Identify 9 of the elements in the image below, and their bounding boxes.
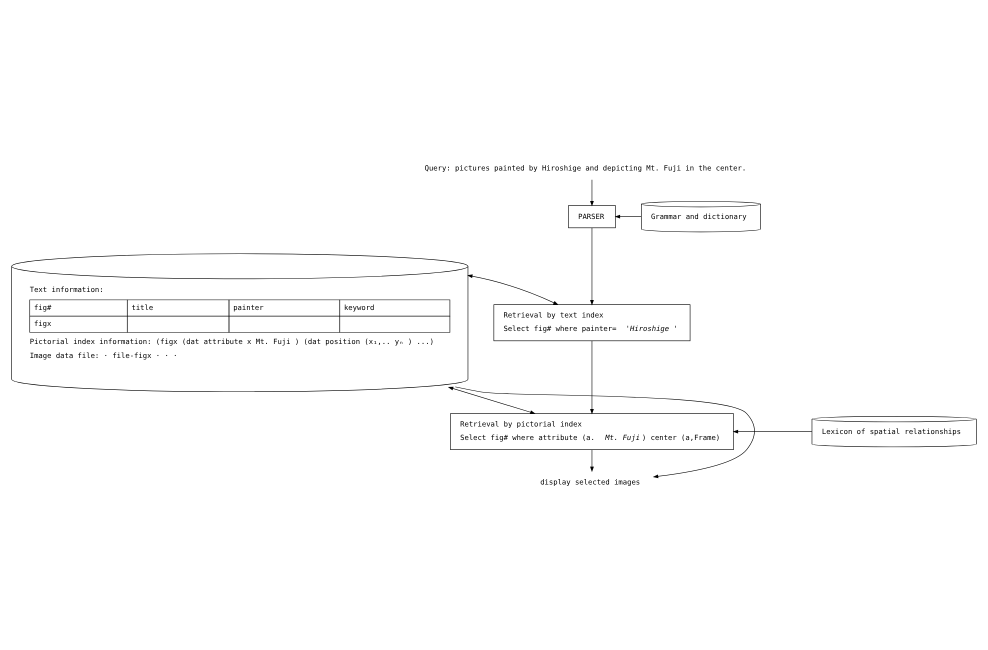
arrow <box>590 179 594 206</box>
arrow <box>590 227 594 305</box>
arrow <box>590 449 594 472</box>
arrow <box>467 274 559 304</box>
arrow <box>732 429 812 433</box>
arrow <box>454 386 755 478</box>
arrow <box>614 214 642 218</box>
arrow <box>590 340 594 414</box>
arrow <box>448 386 536 414</box>
